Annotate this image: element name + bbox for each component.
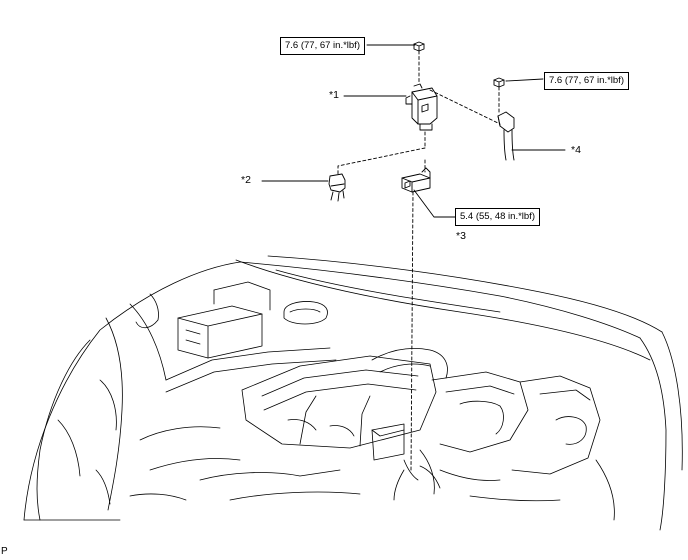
leader-lines	[261, 44, 566, 218]
torque-box-nut-top: 7.6 (77, 67 in.*lbf)	[280, 37, 365, 55]
illustration-code: P	[1, 546, 8, 557]
torque-box-bracket-bolt: 5.4 (55, 48 in.*lbf)	[455, 208, 540, 226]
callout-label-3: *3	[456, 230, 466, 242]
component-4-terminal	[497, 111, 515, 161]
nut-right	[493, 77, 505, 88]
callout-label-2: *2	[241, 174, 251, 186]
callout-label-1: *1	[329, 89, 339, 101]
callout-label-4: *4	[571, 144, 581, 156]
torque-box-nut-right: 7.6 (77, 67 in.*lbf)	[544, 72, 629, 90]
nut-top	[413, 41, 425, 52]
engine-bay-outline	[23, 255, 683, 531]
assembly-dashed-lines	[337, 50, 501, 471]
component-3-bracket	[401, 167, 431, 193]
component-2-connector	[328, 173, 346, 202]
component-1-module	[405, 83, 438, 131]
